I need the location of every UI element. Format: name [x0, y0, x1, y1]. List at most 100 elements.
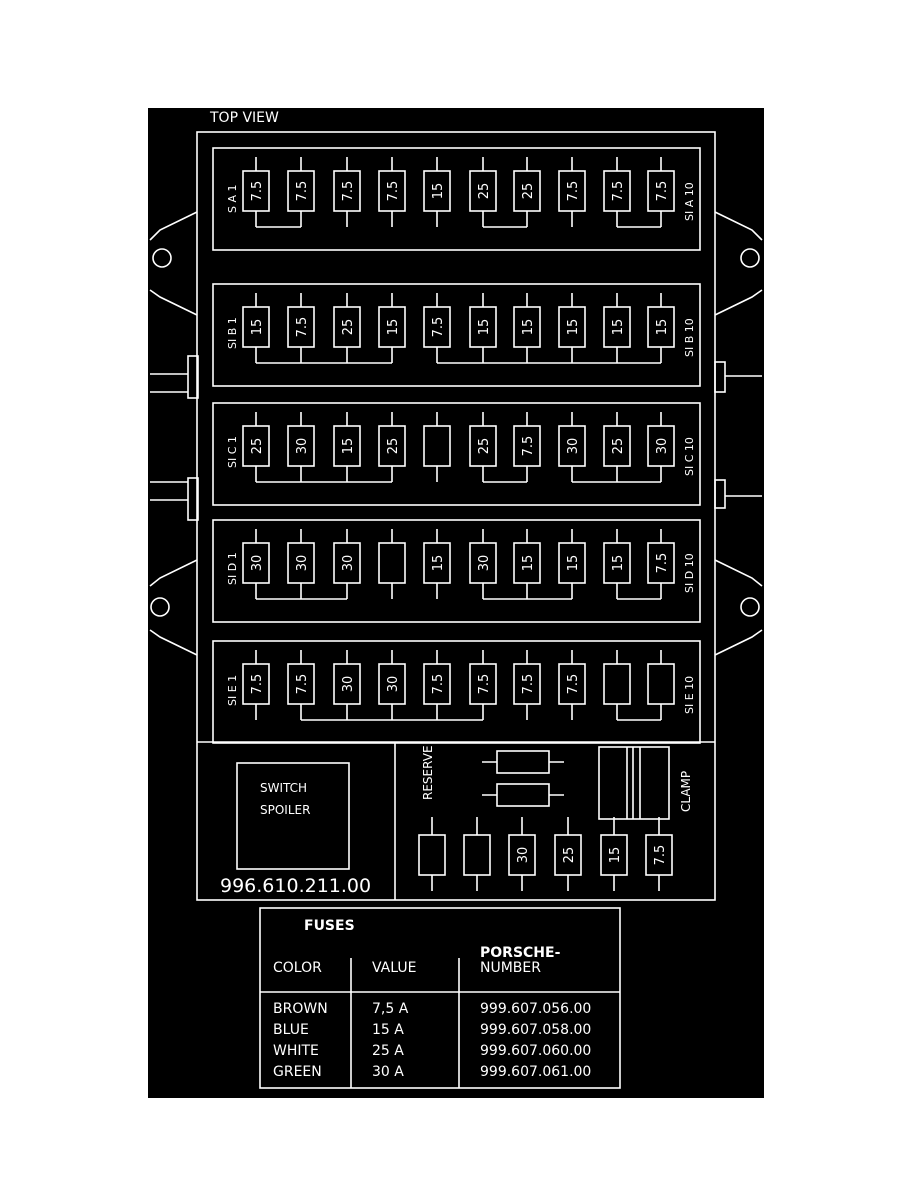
fuse — [333, 170, 361, 212]
fuse — [287, 306, 315, 348]
relay-label-line2: SPOILER — [260, 803, 310, 817]
fuse — [513, 425, 541, 467]
fuse-value: 30 — [386, 676, 401, 693]
fuse — [378, 542, 406, 584]
fuse — [469, 663, 497, 705]
fuse — [603, 542, 631, 584]
fuse-value: 7.5 — [431, 317, 446, 338]
clamp-label: CLAMP — [679, 771, 693, 812]
fuse — [287, 425, 315, 467]
fuse-value: 7.5 — [431, 674, 446, 695]
fuse-value: 30 — [566, 438, 581, 455]
reserve-fuse — [418, 834, 446, 876]
fuse-value: 25 — [386, 438, 401, 455]
fuse-value: 15 — [250, 319, 265, 336]
fuse — [558, 170, 586, 212]
row-label-right: SI C 10 — [683, 437, 696, 476]
reserve-horizontal-fuses — [482, 750, 564, 807]
fuse-value: 15 — [611, 555, 626, 572]
fuse — [603, 425, 631, 467]
fuse — [469, 542, 497, 584]
fuse — [242, 542, 270, 584]
fuse-value: 15 — [386, 319, 401, 336]
row-label-right: SI B 10 — [683, 318, 696, 357]
fuse — [378, 306, 406, 348]
relay-switch-spoiler: SWITCH SPOILER — [236, 762, 350, 870]
reserve-fuse — [600, 834, 628, 876]
legend-title: FUSES — [304, 918, 355, 934]
mounting-brackets — [149, 211, 763, 656]
fuse — [242, 170, 270, 212]
fuse — [469, 425, 497, 467]
relay-label-line1: SWITCH — [260, 781, 307, 795]
fuse — [423, 542, 451, 584]
fuse — [558, 663, 586, 705]
fuse — [647, 306, 675, 348]
legend-header-color: COLOR — [273, 960, 322, 976]
reserve-fuse-value: 7.5 — [653, 845, 668, 866]
fuse-value: 15 — [341, 438, 356, 455]
fuse-value: 15 — [431, 183, 446, 200]
fuse — [333, 425, 361, 467]
fuse — [333, 306, 361, 348]
fuse — [469, 306, 497, 348]
fuse-value: 30 — [655, 438, 670, 455]
fuse-value: 7.5 — [655, 553, 670, 574]
fuse — [603, 306, 631, 348]
fuse — [513, 306, 541, 348]
fuse — [647, 663, 675, 705]
fuse — [558, 542, 586, 584]
fuse — [558, 425, 586, 467]
fuse — [242, 425, 270, 467]
row-label-left: SI D 1 — [226, 552, 239, 585]
fuse-value: 15 — [431, 555, 446, 572]
diagram-title: TOP VIEW — [209, 110, 279, 126]
fuse-value: 7.5 — [521, 674, 536, 695]
fuse — [423, 663, 451, 705]
fuse-value: 30 — [477, 555, 492, 572]
legend-frame — [259, 907, 621, 1089]
fuse-value: 25 — [341, 319, 356, 336]
legend-row-number: 999.607.061.00 — [480, 1064, 591, 1080]
fuse — [513, 170, 541, 212]
reserve-label: RESERVE — [421, 745, 435, 800]
legend-row-value: 25 A — [372, 1043, 404, 1059]
row-label-right: SI A 10 — [683, 182, 696, 221]
fuse-value: 30 — [250, 555, 265, 572]
legend-header-value: VALUE — [372, 960, 416, 976]
legend-row-number: 999.607.058.00 — [480, 1022, 591, 1038]
clamp-box — [598, 746, 670, 820]
fuse-value: 7.5 — [295, 674, 310, 695]
legend-header-number-line2: NUMBER — [480, 960, 541, 976]
legend-row-color: WHITE — [273, 1043, 319, 1059]
fuse — [242, 306, 270, 348]
fuse-value: 25 — [611, 438, 626, 455]
row-label-left: S A 1 — [226, 185, 239, 214]
fuse-row-frame — [212, 640, 701, 744]
fuse-value: 15 — [611, 319, 626, 336]
fuse-value: 7.5 — [250, 674, 265, 695]
fuse-value: 15 — [521, 555, 536, 572]
fuse — [647, 542, 675, 584]
fuse-row-frame — [212, 402, 701, 506]
fuse — [603, 663, 631, 705]
fuse-value: 7.5 — [295, 181, 310, 202]
reserve-fuse — [508, 834, 536, 876]
fuse — [423, 170, 451, 212]
fuse — [378, 663, 406, 705]
reserve-fuse — [645, 834, 673, 876]
fuse — [378, 425, 406, 467]
legend-header-number-line1: PORSCHE- — [480, 945, 561, 961]
fuse-value: 7.5 — [477, 674, 492, 695]
reserve-fuse-value: 30 — [516, 847, 531, 864]
reserve-fuse — [463, 834, 491, 876]
fuse-value: 7.5 — [566, 674, 581, 695]
row-label-right: SI E 10 — [683, 676, 696, 714]
fuse-value: 25 — [521, 183, 536, 200]
